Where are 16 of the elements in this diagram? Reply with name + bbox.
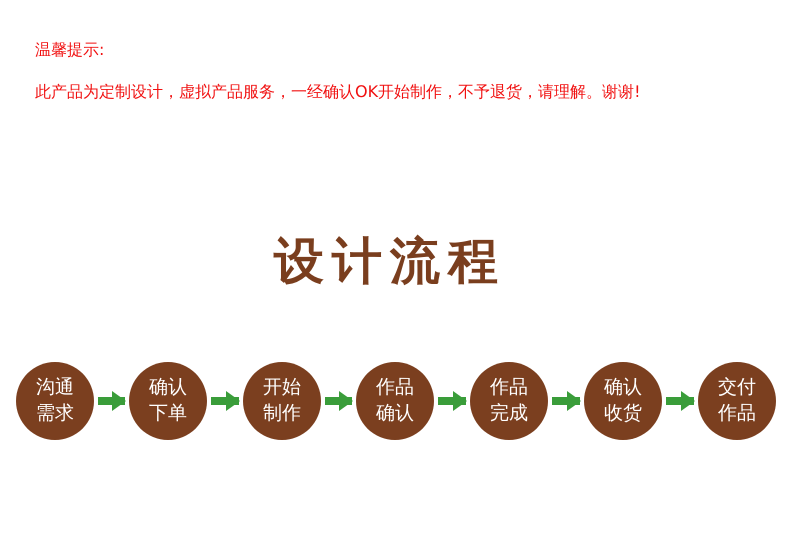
diagram-title: 设计流程 [272, 230, 507, 292]
step-label: 开始制作 [262, 375, 302, 426]
arrow [325, 391, 353, 411]
step-label: 作品完成 [488, 375, 529, 426]
arrow [666, 391, 695, 411]
step-label: 确认下单 [148, 375, 188, 426]
notice-text: 此产品为定制设计，虚拟产品服务，一经确认OK开始制作，不予退货，请理解。谢谢! [35, 82, 640, 103]
step-label: 确认收货 [602, 375, 643, 426]
step-label: 交付作品 [716, 375, 757, 426]
arrow [98, 391, 126, 411]
arrow [552, 391, 581, 411]
notice-heading: 温馨提示: [35, 40, 104, 61]
step-label: 作品确认 [374, 375, 415, 426]
arrow [211, 391, 240, 411]
step-label: 沟通需求 [34, 375, 75, 426]
arrow [438, 391, 467, 411]
